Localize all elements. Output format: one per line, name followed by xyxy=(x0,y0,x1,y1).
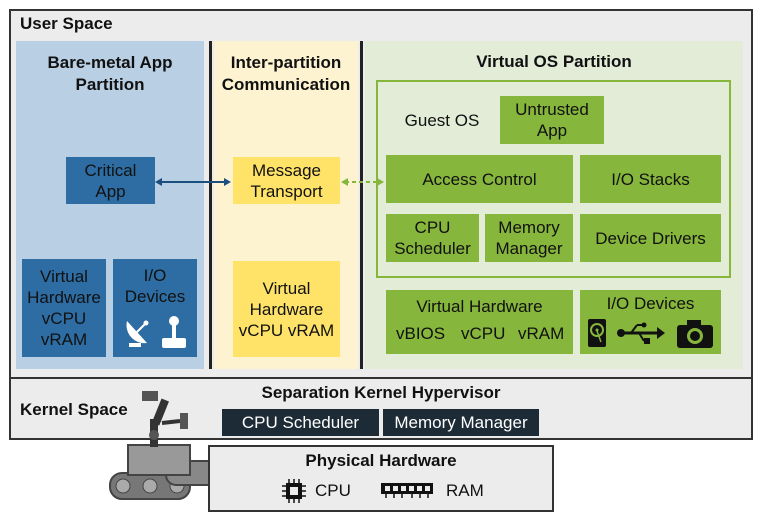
guest-memory-manager-box: Memory Manager xyxy=(485,214,573,262)
physical-hardware-title: Physical Hardware xyxy=(305,451,457,470)
usb-icon xyxy=(617,322,665,344)
bare-metal-virtual-hardware-box: Virtual Hardware vCPU vRAM xyxy=(22,259,106,357)
kernel-space-label: Kernel Space xyxy=(20,400,128,419)
guest-cpu-scheduler-box: CPU Scheduler xyxy=(386,214,479,262)
message-transport-box: Message Transport xyxy=(233,157,340,204)
kernel-cpu-scheduler-box: CPU Scheduler xyxy=(222,409,379,436)
partition-divider-left xyxy=(209,41,212,369)
vos-virtual-hardware-title: Virtual Hardware xyxy=(416,297,543,316)
vos-io-devices-box: I/O Devices xyxy=(580,290,721,354)
partition-divider-right xyxy=(360,41,363,369)
bare-metal-io-devices-box: I/O Devices xyxy=(113,259,197,357)
communication-arrows xyxy=(155,178,384,186)
interpartition-title: Inter-partition Communication xyxy=(221,53,351,94)
physical-hardware-region xyxy=(208,445,554,512)
robot-illustration xyxy=(109,391,223,500)
interpartition-virtual-hardware-box: Virtual Hardware vCPU vRAM xyxy=(233,261,340,357)
critical-arrowhead-left xyxy=(155,178,162,186)
virtual-os-title: Virtual OS Partition xyxy=(476,52,632,71)
kernel-space-region xyxy=(9,377,753,440)
cpu-label: CPU xyxy=(315,481,351,500)
transport-arrowhead-right xyxy=(224,178,231,186)
satellite-dish-icon xyxy=(126,320,149,347)
vos-arrowhead-right xyxy=(377,178,384,186)
vram-label: vRAM xyxy=(518,324,565,343)
hard-drive-icon xyxy=(588,319,606,347)
joystick-icon xyxy=(162,316,186,348)
hypervisor-title: Separation Kernel Hypervisor xyxy=(261,383,501,402)
access-control-box: Access Control xyxy=(386,155,573,203)
camera-icon xyxy=(677,320,713,348)
ram-module-icon xyxy=(381,483,433,498)
vbios-label: vBIOS xyxy=(396,324,446,343)
vos-io-devices-label: I/O Devices xyxy=(606,294,695,313)
guest-os-label: Guest OS xyxy=(404,110,480,130)
ram-label: RAM xyxy=(446,481,484,500)
bare-metal-io-devices-label: I/O Devices xyxy=(124,266,186,306)
cpu-chip-icon xyxy=(282,479,306,503)
bare-metal-title: Bare-metal App Partition xyxy=(47,53,173,94)
user-space-label: User Space xyxy=(20,14,113,33)
vos-virtual-hardware-box: Virtual Hardware vBIOS vCPU vRAM xyxy=(386,290,573,354)
untrusted-app-box: Untrusted App xyxy=(500,96,604,144)
device-drivers-box: Device Drivers xyxy=(580,214,721,262)
kernel-memory-manager-box: Memory Manager xyxy=(383,409,539,436)
vcpu-label: vCPU xyxy=(461,324,506,343)
critical-app-box: Critical App xyxy=(66,157,155,204)
vos-arrowhead-left xyxy=(341,178,348,186)
io-stacks-box: I/O Stacks xyxy=(580,155,721,203)
